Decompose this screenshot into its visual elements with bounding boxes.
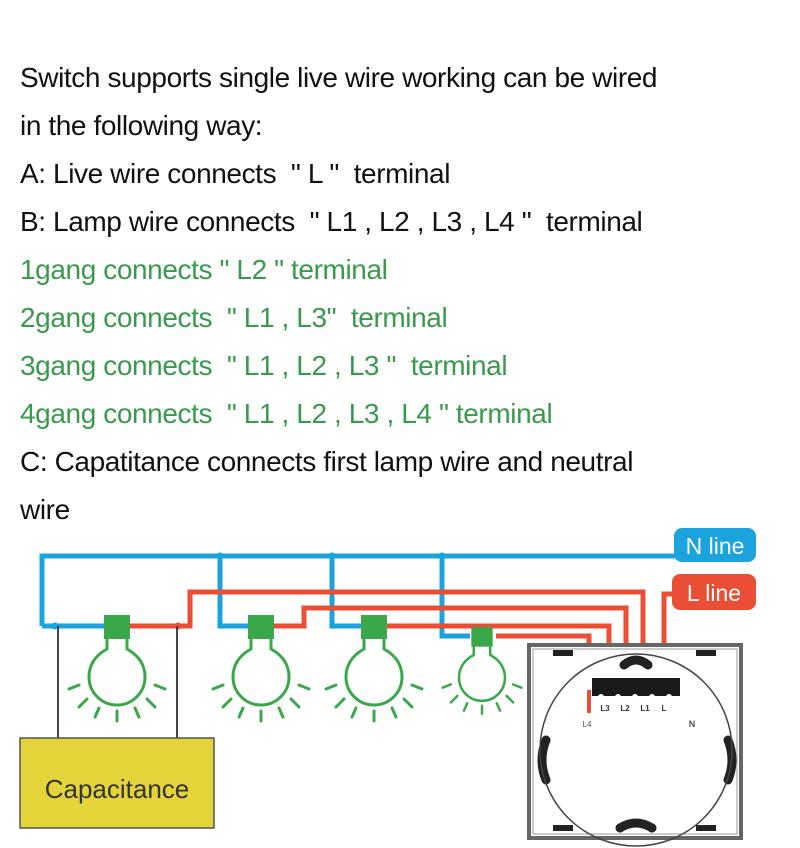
switch-panel xyxy=(527,643,743,847)
capacitor-leads xyxy=(57,626,178,738)
terminal-label-n: N xyxy=(689,719,696,729)
terminal-label-l1: L1 xyxy=(640,704,650,713)
neutral-bulb-2 xyxy=(217,556,252,629)
terminal-label-l4: L4 xyxy=(583,720,592,729)
n-line-label: N line xyxy=(686,533,745,559)
l-line-label: L line xyxy=(687,580,741,606)
gang-1-note: 1gang connects " L2 " terminal xyxy=(20,254,388,285)
lamp-wire-bulb-1 xyxy=(130,589,646,690)
neutral-junction xyxy=(51,622,59,630)
step-b-lamp-wire: B: Lamp wire connects " L1 , L2 , L3 , L… xyxy=(20,206,643,237)
n-line-badge xyxy=(674,528,756,562)
capacitor-label: Capacitance xyxy=(45,774,190,804)
neutral-junction xyxy=(328,552,336,560)
terminal-label-l2: L2 xyxy=(620,704,630,713)
terminal-label-l3: L3 xyxy=(600,704,610,713)
neutral-main-bus xyxy=(39,553,680,626)
neutral-bulb-3 xyxy=(329,556,364,629)
capacitor-box xyxy=(19,737,215,829)
bulb-icon-1 xyxy=(67,613,167,723)
lamp-wire-bulb-2 xyxy=(274,605,629,690)
intro-line-2: in the following way: xyxy=(20,110,263,141)
bulb-icon-3 xyxy=(324,613,424,723)
instruction-text: Switch supports single live wire working… xyxy=(20,54,790,534)
neutral-junction xyxy=(438,552,446,560)
terminal-block xyxy=(592,678,680,696)
wiring-diagram: Capacitance N line L line L3 L2 L1 L L4 … xyxy=(19,528,756,847)
terminal-label-l: L xyxy=(662,704,667,713)
gang-2-note: 2gang connects " L1 , L3" terminal xyxy=(20,302,448,333)
intro-line-1: Switch supports single live wire working… xyxy=(20,62,658,93)
neutral-bulb-4 xyxy=(439,556,470,639)
step-c-capacitance-line-1: C: Capatitance connects first lamp wire … xyxy=(20,446,634,477)
bulb-icon-2 xyxy=(211,613,311,723)
neutral-junction xyxy=(216,552,224,560)
gang-4-note: 4gang connects " L1 , L2 , L3 , L4 " ter… xyxy=(20,398,553,429)
bulb-icon-4 xyxy=(441,625,523,716)
step-a-live-wire: A: Live wire connects " L " terminal xyxy=(20,158,451,189)
step-c-capacitance-line-2: wire xyxy=(20,494,70,525)
gang-3-note: 3gang connects " L1 , L2 , L3 " terminal xyxy=(20,350,508,381)
l-line-badge xyxy=(672,574,756,610)
